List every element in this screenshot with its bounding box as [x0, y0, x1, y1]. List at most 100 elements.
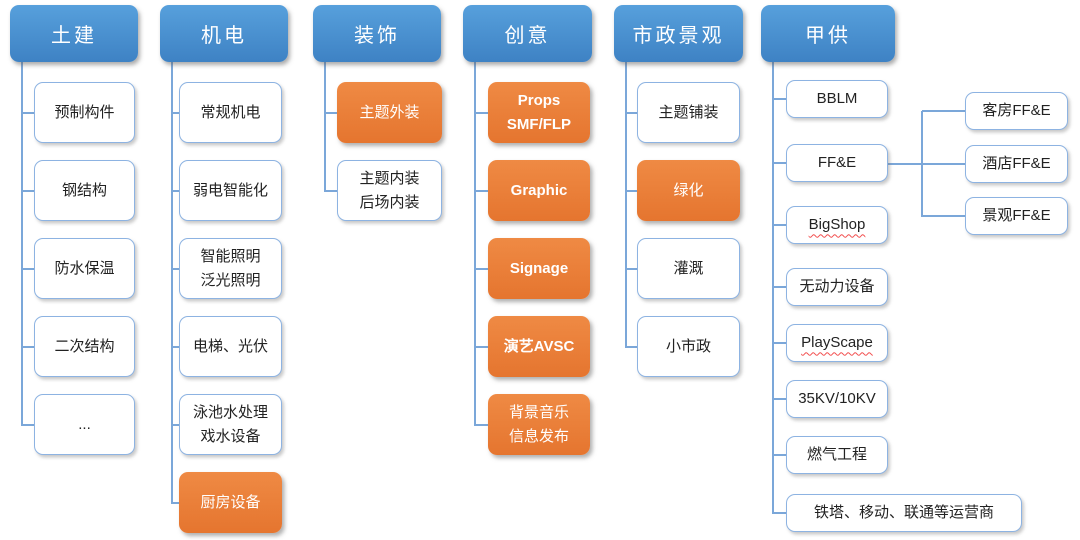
node-playscape: PlayScape: [786, 324, 888, 362]
node-label: 常规机电: [200, 103, 261, 121]
node-elevator-photovoltaic: 电梯、光伏: [179, 316, 282, 377]
connector-line: [773, 398, 786, 400]
connector-line: [773, 342, 786, 344]
connector-line: [773, 162, 786, 164]
node-label: ...: [78, 415, 91, 433]
node-label: 燃气工程: [806, 446, 867, 464]
node-label: SMF/FLP: [506, 115, 572, 133]
node-telecom-operators: 铁塔、移动、联通等运营商: [786, 494, 1022, 532]
node-bgm-info-release: 背景音乐信息发布: [488, 394, 590, 455]
node-label: 主题外装: [359, 103, 420, 121]
node-label: 泳池水处理: [192, 404, 268, 422]
connector-line: [475, 268, 488, 270]
node-performance-avsc: 演艺AVSC: [488, 316, 590, 377]
connector-line: [475, 112, 488, 114]
column-header-mep: 机电: [160, 5, 288, 62]
node-label: Graphic: [510, 181, 568, 199]
node-label: 景观FF&E: [982, 207, 1051, 225]
node-waterproof-insulation: 防水保温: [34, 238, 135, 299]
node-label: 二次结构: [54, 337, 115, 355]
node-minor-municipal: 小市政: [637, 316, 740, 377]
connector-line: [22, 190, 34, 192]
node-greening: 绿化: [637, 160, 740, 221]
connector-line: [22, 346, 34, 348]
node-precast-components: 预制构件: [34, 82, 135, 143]
node-label: BigShop: [808, 216, 866, 234]
connector-line: [172, 346, 179, 348]
node-conventional-mep: 常规机电: [179, 82, 282, 143]
node-label: 智能照明: [200, 248, 261, 266]
column-header-civil: 土建: [10, 5, 138, 62]
node-label: Props: [517, 92, 561, 110]
node-label: 弱电智能化: [192, 181, 268, 199]
connector-line: [171, 62, 173, 504]
node-label: 无动力设备: [799, 278, 875, 296]
node-label: 灌溉: [673, 259, 704, 277]
node-label: 戏水设备: [200, 427, 261, 445]
node-bblm: BBLM: [786, 80, 888, 118]
node-theme-paving: 主题铺装: [637, 82, 740, 143]
node-label: FF&E: [817, 154, 857, 172]
node-label: 演艺AVSC: [503, 337, 575, 355]
connector-line: [773, 224, 786, 226]
connector-line: [325, 112, 337, 114]
node-label: 预制构件: [54, 103, 115, 121]
node-guestroom-ffe: 客房FF&E: [965, 92, 1068, 130]
node-smart-flood-lighting: 智能照明泛光照明: [179, 238, 282, 299]
node-steel-structure: 钢结构: [34, 160, 135, 221]
connector-line: [172, 190, 179, 192]
connector-line: [22, 424, 34, 426]
node-label: 信息发布: [508, 427, 569, 445]
node-secondary-structure: 二次结构: [34, 316, 135, 377]
column-header-municipal-landscape: 市政景观: [614, 5, 743, 62]
connector-line: [21, 62, 23, 426]
connector-line: [475, 424, 488, 426]
connector-line: [172, 268, 179, 270]
connector-line: [626, 346, 637, 348]
node-label: Signage: [509, 259, 569, 277]
node-gas-engineering: 燃气工程: [786, 436, 888, 474]
connector-line: [172, 502, 179, 504]
node-35kv-10kv: 35KV/10KV: [786, 380, 888, 418]
connector-line: [475, 346, 488, 348]
node-irrigation: 灌溉: [637, 238, 740, 299]
node-label: PlayScape: [801, 334, 873, 352]
node-elv-intelligence: 弱电智能化: [179, 160, 282, 221]
node-pool-water-treatment: 泳池水处理戏水设备: [179, 394, 282, 455]
node-theme-backstage-interior: 主题内装后场内装: [337, 160, 442, 221]
connector-line: [324, 62, 326, 192]
connector-line: [172, 424, 179, 426]
node-non-powered-equipment: 无动力设备: [786, 268, 888, 306]
node-more-ellipsis: ...: [34, 394, 135, 455]
connector-line: [921, 111, 923, 217]
node-label: 主题铺装: [658, 103, 719, 121]
connector-line: [22, 268, 34, 270]
connector-line: [626, 268, 637, 270]
node-bigshop: BigShop: [786, 206, 888, 244]
node-label: 电梯、光伏: [192, 337, 268, 355]
node-signage: Signage: [488, 238, 590, 299]
column-header-owner-supplied: 甲供: [761, 5, 895, 62]
node-label: 泛光照明: [200, 271, 261, 289]
node-label: 小市政: [665, 337, 711, 355]
node-theme-exterior: 主题外装: [337, 82, 442, 143]
node-label: 后场内装: [359, 193, 420, 211]
node-label: BBLM: [816, 90, 858, 108]
node-ffe: FF&E: [786, 144, 888, 182]
connector-line: [325, 190, 337, 192]
node-landscape-ffe: 景观FF&E: [965, 197, 1068, 235]
connector-line: [172, 112, 179, 114]
connector-line: [22, 112, 34, 114]
connector-line: [475, 190, 488, 192]
node-label: 防水保温: [54, 259, 115, 277]
connector-line: [888, 163, 965, 165]
node-graphic: Graphic: [488, 160, 590, 221]
connector-line: [922, 215, 965, 217]
node-label: 背景音乐: [508, 404, 569, 422]
connector-line: [773, 512, 786, 514]
connector-line: [922, 110, 965, 112]
connector-line: [626, 190, 637, 192]
column-header-creative: 创意: [463, 5, 592, 62]
